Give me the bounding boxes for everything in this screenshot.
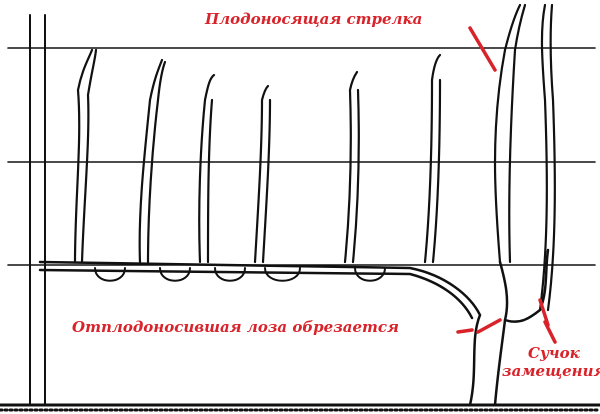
cordon-loops [94, 267, 386, 282]
replacement-spur-label-line2: замещения [502, 362, 600, 380]
vine-trunk-and-cordon [38, 248, 550, 407]
vine-canes [73, 3, 556, 312]
fruiting-cane-label: Плодоносящая стрелка [205, 10, 423, 28]
trellis-wires [7, 47, 596, 266]
pruned-vine-label: Отплодоносившая лоза обрезается [72, 318, 399, 336]
replacement-spur-label-line1: Сучок [528, 344, 580, 362]
ground-line [0, 403, 600, 412]
trellis-posts [29, 14, 46, 406]
pruning-cut-marks [456, 26, 557, 344]
